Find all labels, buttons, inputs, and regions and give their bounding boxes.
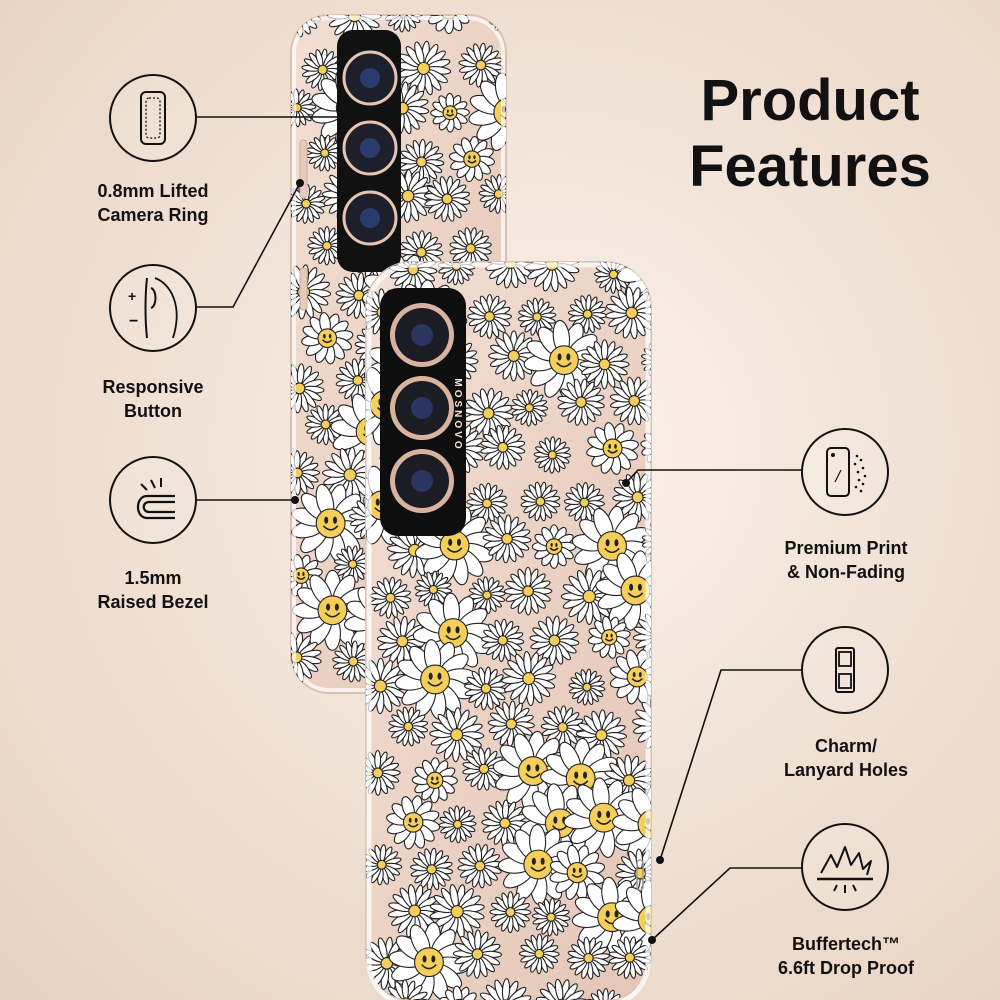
callout-line-drop-proof	[651, 867, 801, 941]
daisy	[449, 227, 492, 270]
lifted-camera-ring-icon	[109, 74, 197, 162]
daisy	[482, 514, 532, 564]
daisy	[306, 134, 344, 172]
daisy	[489, 891, 532, 934]
daisy	[467, 294, 512, 339]
daisy	[462, 747, 506, 791]
premium-print-icon	[801, 428, 889, 516]
daisy	[301, 48, 344, 92]
feature-label-line: Raised Bezel	[97, 592, 209, 612]
daisy	[423, 175, 471, 223]
smiley-daisy	[301, 312, 354, 365]
daisy	[520, 481, 561, 522]
daisy	[557, 378, 605, 426]
feature-label-line: Charm/	[814, 736, 877, 756]
front-camera-module: MOSNOVO	[380, 288, 466, 536]
smiley-daisy	[587, 615, 631, 659]
back-camera-module	[337, 30, 401, 272]
feature-label-camera-ring: 0.8mm Lifted Camera Ring	[53, 179, 253, 227]
daisy	[452, 929, 503, 979]
callout-line-responsive-button	[197, 182, 301, 308]
responsive-button-icon: +−	[109, 264, 197, 352]
title-line-2: Features	[689, 134, 931, 199]
callout-lines	[197, 116, 801, 941]
feature-label-lanyard-holes: Charm/ Lanyard Holes	[746, 734, 946, 782]
feature-label-responsive-button: Responsive Button	[53, 375, 253, 423]
feature-label-line: Responsive	[102, 377, 204, 397]
callout-line-premium-print	[625, 469, 801, 484]
front-phone-case: MOSNOVO	[365, 261, 652, 1000]
svg-text:−: −	[129, 313, 138, 330]
raised-bezel-icon	[109, 456, 197, 544]
back-side-button	[299, 139, 308, 199]
daisy	[388, 706, 429, 747]
daisy	[488, 330, 540, 382]
daisy	[605, 286, 651, 340]
daisy	[510, 388, 549, 427]
daisy	[464, 666, 508, 711]
brand-logo: MOSNOVO	[452, 378, 463, 451]
callout-dots	[291, 179, 664, 944]
daisy	[608, 936, 651, 979]
daisy	[458, 42, 504, 88]
daisy	[481, 618, 525, 663]
feature-label-drop-proof: Buffertech™ 6.6ft Drop Proof	[746, 932, 946, 980]
feature-label-line: 0.8mm Lifted	[97, 181, 209, 201]
feature-label-line: Camera Ring	[97, 205, 209, 225]
daisy	[410, 847, 454, 891]
daisy	[468, 576, 506, 614]
drop-proof-icon	[801, 823, 889, 911]
daisy	[568, 668, 606, 706]
feature-label-line: Lanyard Holes	[783, 760, 909, 780]
daisy	[480, 424, 526, 470]
feature-label-line: Button	[124, 401, 182, 421]
daisy	[429, 884, 485, 940]
daisy	[291, 450, 321, 496]
smiley-daisy	[448, 136, 496, 183]
back-side-button	[299, 267, 308, 311]
daisy	[518, 933, 560, 975]
lanyard-hole	[636, 859, 644, 891]
daisy	[501, 651, 557, 707]
daisy	[429, 707, 485, 763]
daisy	[457, 843, 503, 889]
daisy	[366, 750, 401, 796]
feature-label-line: & Non-Fading	[787, 562, 905, 582]
smiley-daisy	[563, 777, 644, 858]
feature-label-raised-bezel: 1.5mm Raised Bezel	[53, 566, 253, 614]
smiley-daisy	[586, 422, 639, 475]
svg-text:+: +	[128, 288, 136, 304]
daisy	[533, 436, 572, 474]
daisy	[503, 566, 553, 616]
feature-label-premium-print: Premium Print & Non-Fading	[746, 536, 946, 584]
daisy	[291, 88, 317, 128]
daisy	[586, 988, 621, 1000]
smiley-daisy	[414, 505, 495, 586]
title-line-1: Product	[700, 68, 920, 133]
smiley-daisy	[411, 757, 458, 804]
smiley-daisy	[531, 524, 577, 569]
lanyard-holes-icon	[801, 626, 889, 714]
daisy	[567, 936, 610, 980]
feature-label-line: Premium Print	[784, 538, 908, 558]
daisy	[531, 897, 571, 937]
page-title: Product Features	[660, 68, 960, 200]
daisy	[438, 805, 477, 844]
callout-line-lanyard-holes	[659, 669, 801, 861]
smiley-daisy	[609, 649, 651, 705]
smiley-daisy	[386, 795, 441, 850]
daisy	[478, 174, 506, 214]
daisy	[529, 615, 580, 666]
daisy	[369, 576, 412, 619]
daisy	[609, 376, 651, 426]
daisy	[579, 339, 630, 390]
smiley-daisy	[430, 92, 470, 133]
feature-label-line: 1.5mm	[124, 568, 182, 588]
feature-label-line: Buffertech™	[791, 934, 900, 954]
feature-label-line: 6.6ft Drop Proof	[777, 958, 914, 978]
